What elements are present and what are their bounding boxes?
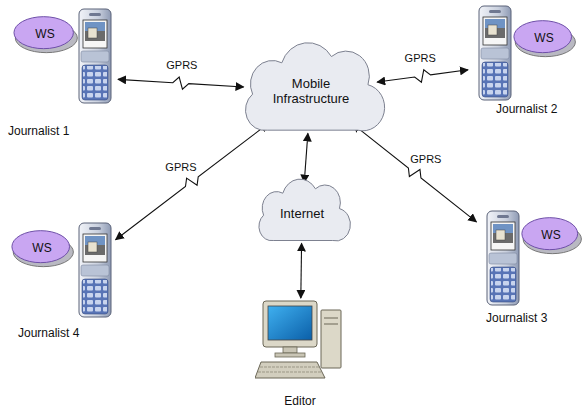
phone-icon <box>487 211 519 305</box>
oval-shape <box>514 21 572 53</box>
oval-label: WS <box>541 228 560 242</box>
link-arrow <box>377 70 468 82</box>
device-label: Journalist 3 <box>486 311 547 325</box>
link-label: GPRS <box>403 52 438 64</box>
web-service-oval: WS <box>512 18 576 58</box>
link-arrow <box>304 133 308 182</box>
device-label: Journalist 2 <box>496 102 557 116</box>
network-cloud: Internet <box>254 180 350 246</box>
text-holder: Journalist 1 <box>8 124 69 138</box>
text-holder: Journalist 4 <box>18 326 79 340</box>
text-holder: Mobile Infrastructure <box>238 44 384 138</box>
link-arrow <box>116 124 269 240</box>
journalist-device: Journalist 4 WS <box>6 220 114 344</box>
device-label: Journalist 1 <box>8 124 69 138</box>
oval-shape <box>14 17 73 49</box>
link-arrow <box>300 243 302 298</box>
device-label: Journalist 4 <box>18 326 79 340</box>
network-cloud: Mobile Infrastructure <box>238 44 384 138</box>
cloud-label: Internet <box>280 206 324 221</box>
web-service-oval: WS <box>520 215 582 255</box>
journalist-device: Journalist 3 WS <box>478 205 584 325</box>
text-holder: WS <box>520 215 582 255</box>
text-holder: WS <box>12 14 78 54</box>
text-holder: Editor <box>248 394 352 408</box>
link-arrow <box>353 124 477 222</box>
oval-shape <box>12 231 70 263</box>
phone-icon <box>79 9 111 103</box>
computer-icon <box>255 301 341 378</box>
editor-computer: Editor <box>248 300 352 412</box>
cloud-shape <box>259 179 350 241</box>
journalist-device: Journalist 2 WS <box>470 3 582 121</box>
oval-label: WS <box>35 27 54 41</box>
cloud-shape <box>246 43 385 131</box>
oval-label: WS <box>534 31 553 45</box>
text-holder: Journalist 2 <box>496 102 557 116</box>
phone-icon <box>79 223 111 317</box>
web-service-oval: WS <box>12 14 78 54</box>
text-holder: Internet <box>254 180 350 246</box>
text-holder: WS <box>512 18 576 58</box>
oval-label: WS <box>32 241 51 255</box>
web-service-oval: WS <box>10 228 74 268</box>
link-arrow <box>118 77 244 89</box>
cloud-label: Mobile Infrastructure <box>258 76 364 106</box>
text-holder: WS <box>10 228 74 268</box>
link-label: GPRS <box>163 161 198 173</box>
link-label: GPRS <box>164 59 199 71</box>
link-label: GPRS <box>408 153 443 165</box>
oval-shape <box>522 218 578 250</box>
text-holder: Journalist 3 <box>486 311 547 325</box>
device-label: Editor <box>284 394 315 408</box>
phone-icon <box>479 6 511 100</box>
journalist-device: Journalist 1 WS <box>8 6 116 146</box>
